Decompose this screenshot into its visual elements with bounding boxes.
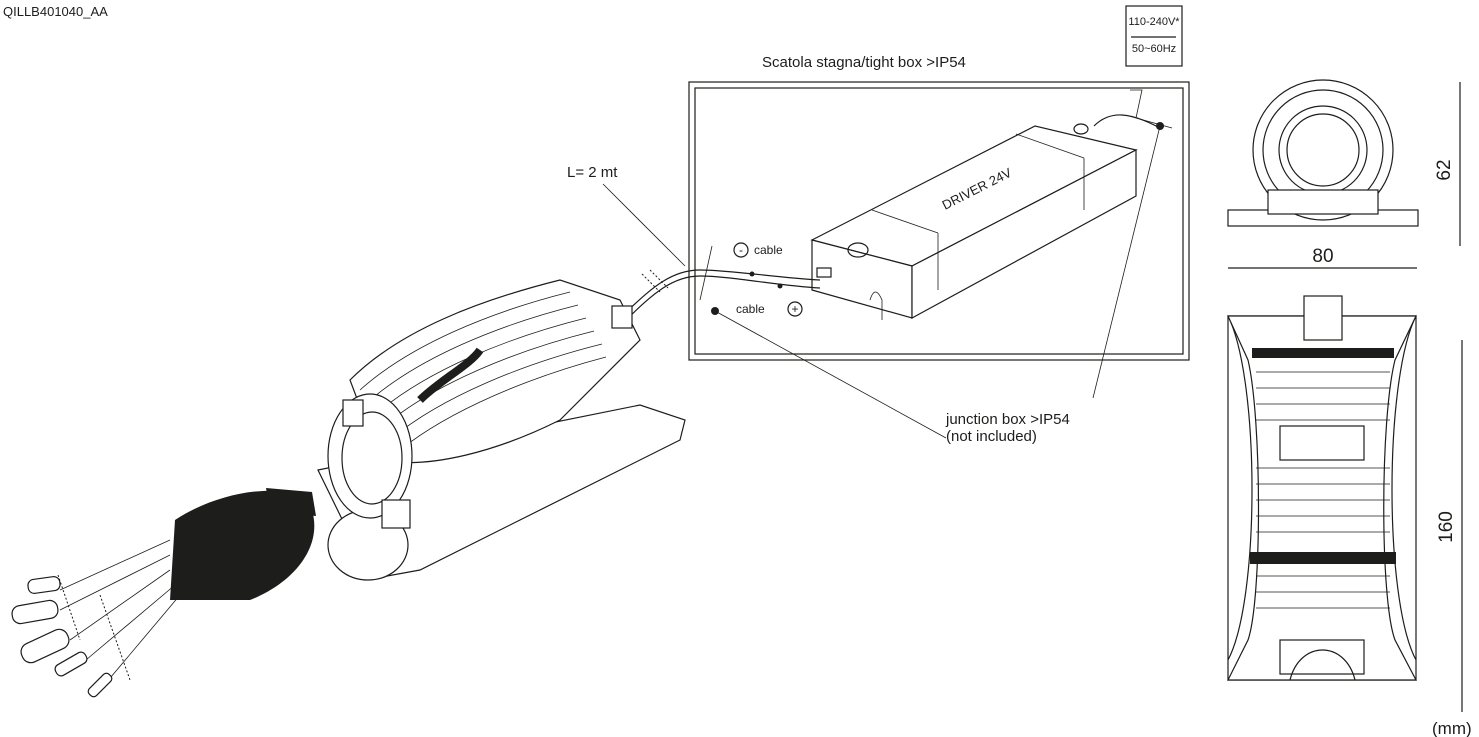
front-view: 80 62 [1227,79,1461,269]
cable-minus-label: - cable [733,242,783,258]
driver-unit: DRIVER 24V [810,123,1138,320]
frequency-label: 50~60Hz [1132,43,1176,55]
mains-cable [1093,114,1161,129]
svg-text:+: + [791,302,798,316]
svg-text:cable: cable [754,243,783,257]
cable-plus-label: cable + [736,301,803,317]
lamp-illustration [317,279,686,581]
tight-box [688,81,1190,361]
cable-minus [699,269,821,281]
product-code: QILLB401040_AA [3,4,108,19]
svg-text:cable: cable [736,302,765,316]
svg-text:-: - [739,243,743,257]
dim-height-front: 62 [1434,159,1455,180]
voltage-label: 110-240V* [1128,16,1180,28]
power-rating-box: 110-240V* 50~60Hz [1125,5,1183,67]
cable-harness [11,488,316,698]
unit-label: (mm) [1432,719,1472,737]
dim-width: 80 [1312,246,1333,267]
junction-label: junction box >IP54 [945,411,1070,428]
dim-length: 160 [1436,511,1457,543]
side-view: 160 [1227,295,1463,712]
cable-length-label: L= 2 mt [567,164,618,181]
cable-plus [699,275,821,289]
junction-note: (not included) [946,428,1037,445]
box-title: Scatola stagna/tight box >IP54 [762,54,966,71]
